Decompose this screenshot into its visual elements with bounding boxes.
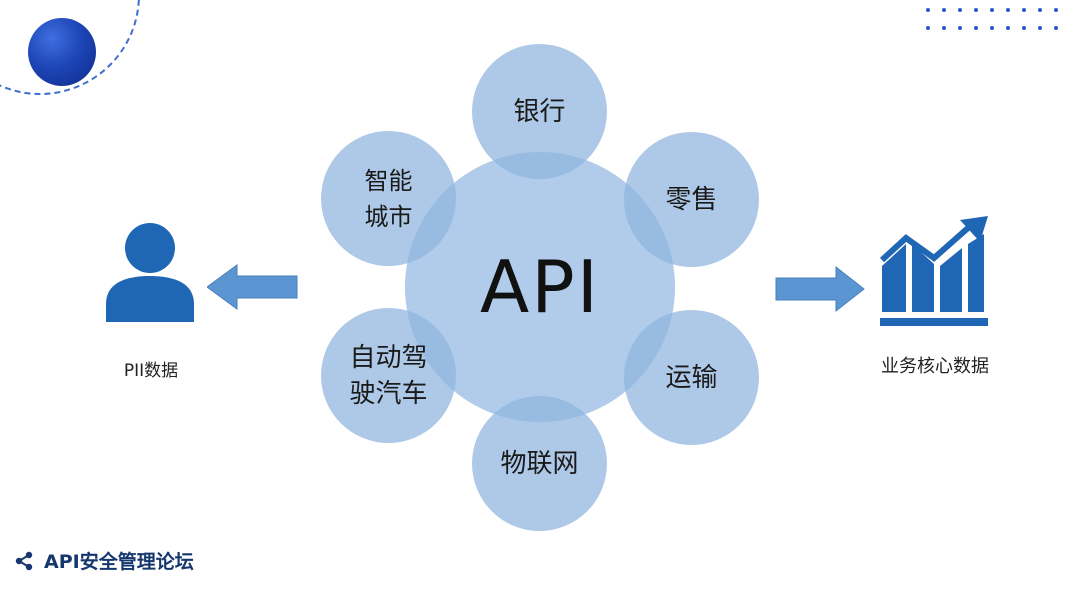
pii-data-caption: PII数据 (123, 361, 179, 381)
satellite-retail: 零售 (624, 132, 759, 267)
satellite-retail-label: 零售 (665, 184, 718, 215)
business-core-data-caption: 业务核心数据 (881, 356, 989, 377)
satellite-smart-city: 智能 城市 (321, 131, 456, 266)
satellite-transport: 运输 (624, 310, 759, 445)
satellite-autonomous-vehicles-label: 自动驾 驶汽车 (349, 342, 428, 409)
arrow-right-icon (775, 265, 865, 313)
satellite-iot-label: 物联网 (500, 448, 579, 479)
satellite-bank-label: 银行 (513, 96, 566, 127)
footer: API安全管理论坛 (14, 547, 194, 574)
satellite-transport-label: 运输 (665, 362, 718, 393)
share-icon (15, 551, 33, 570)
satellite-autonomous-vehicles: 自动驾 驶汽车 (321, 308, 456, 443)
person-icon (106, 223, 194, 322)
satellite-bank: 银行 (472, 44, 607, 179)
satellite-iot: 物联网 (472, 396, 607, 531)
decorative-dot-grid (922, 4, 1072, 30)
decorative-blue-ball (28, 18, 96, 86)
arrow-left-icon (207, 264, 298, 310)
satellite-smart-city-label: 智能 城市 (364, 166, 413, 231)
footer-title: API安全管理论坛 (44, 551, 194, 573)
api-center-label: API (480, 245, 600, 329)
growth-chart-icon (879, 216, 988, 326)
